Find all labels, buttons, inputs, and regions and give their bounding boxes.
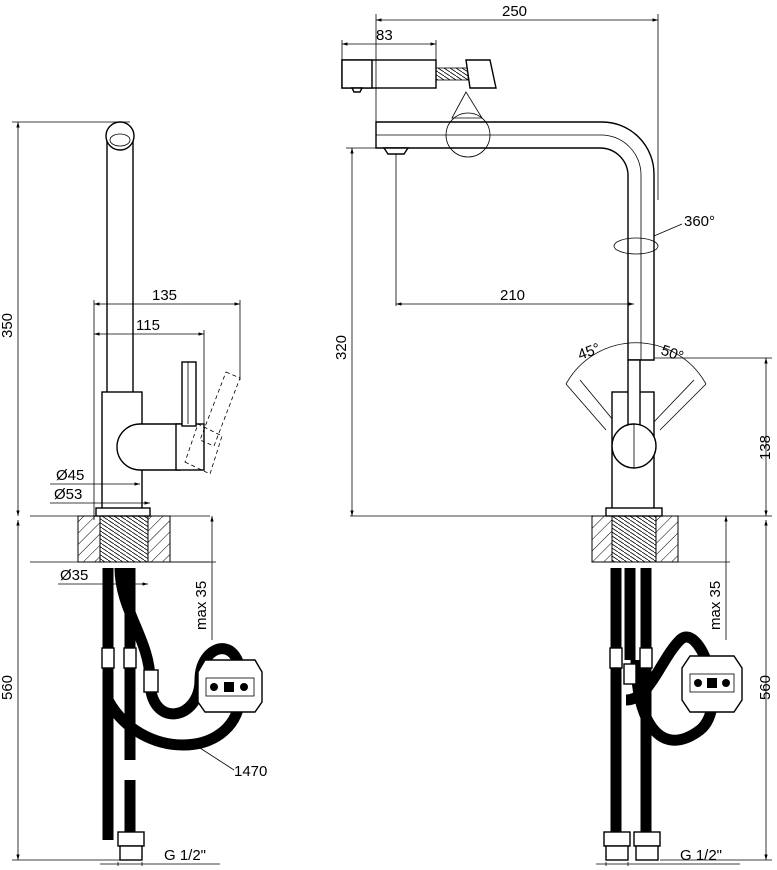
side-body [101,361,241,511]
front-dim-250: 250 [502,3,527,20]
front-hoses [603,568,719,861]
side-dim-1470: 1470 [234,763,267,780]
side-dim-max35: max 35 [193,581,210,630]
front-spout [375,112,659,361]
front-dim-max35: max 35 [707,581,724,630]
side-dim-45: Ø45 [56,467,84,484]
front-dimensions [341,14,772,866]
side-dim-53: Ø53 [54,486,82,503]
side-lever-tilted [184,371,241,475]
side-dim-135: 135 [152,287,177,304]
front-spray-head [341,59,497,119]
side-dim-560: 560 [0,675,16,700]
front-dim-210: 210 [500,287,525,304]
front-dim-45deg: 45° [576,340,603,364]
front-dim-138: 138 [757,435,774,460]
front-dim-50deg: 50° [659,342,686,366]
front-dim-560: 560 [757,675,774,700]
front-dim-83: 83 [376,27,393,44]
front-body [565,342,707,511]
front-connector [681,655,743,713]
side-countertop [30,507,210,563]
side-dim-115: 115 [136,317,160,334]
side-dimensions [12,121,241,866]
side-spout [105,121,135,395]
front-dim-320: 320 [333,335,350,360]
front-countertop [350,507,772,563]
side-dim-350: 350 [0,313,16,338]
front-view: 250 83 210 320 360° 45° 50° 138 max 35 5… [333,3,774,866]
front-dim-360: 360° [684,213,715,230]
side-dim-35: Ø35 [60,567,88,584]
front-thread: G 1/2" [680,847,722,864]
side-connector [197,659,263,713]
side-thread: G 1/2" [164,847,206,864]
side-hoses [101,567,247,861]
side-view: 350 135 115 Ø45 Ø53 Ø35 max 35 560 1470 … [0,121,267,866]
